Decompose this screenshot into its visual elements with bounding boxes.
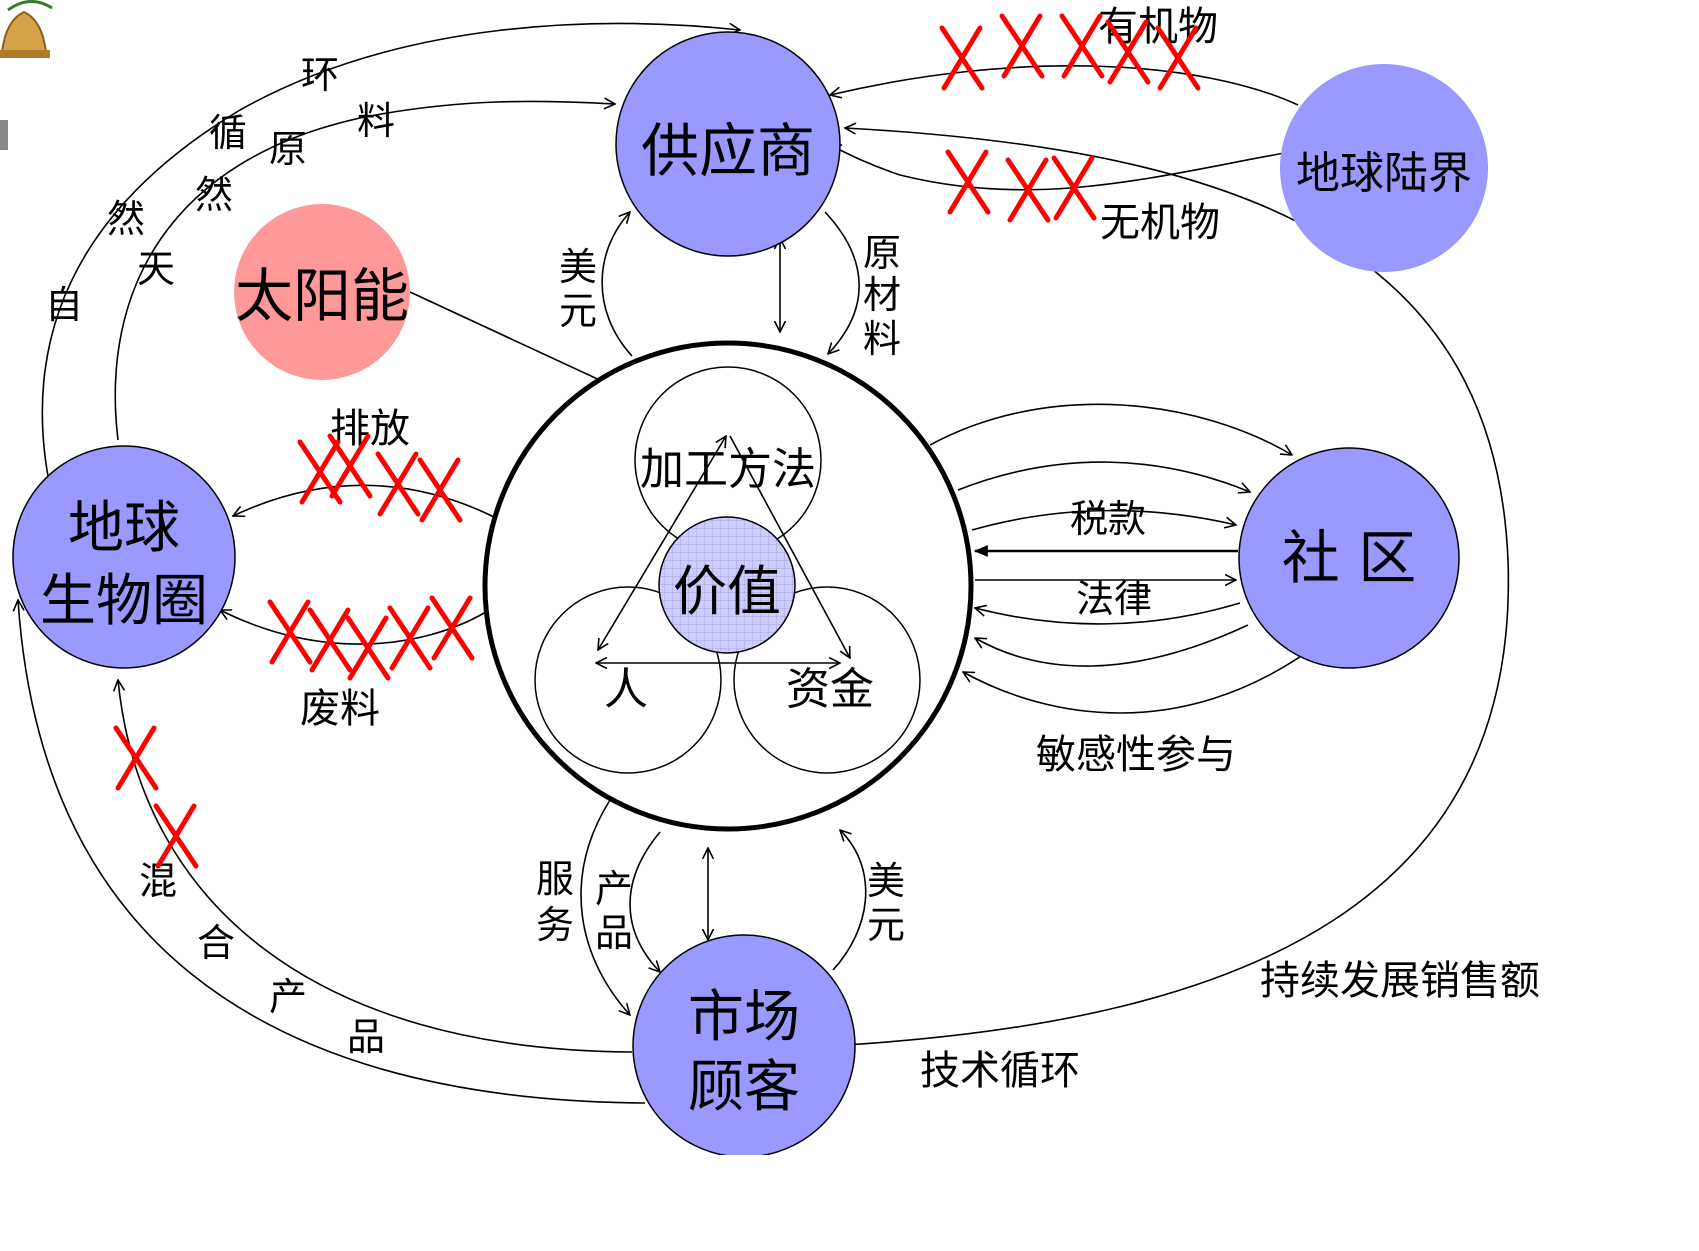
community-to-center-3 xyxy=(963,651,1308,714)
inorganic-label: 无机物 xyxy=(1100,200,1220,246)
mixed-products-char-4: 品 xyxy=(347,1015,385,1059)
usd-top-char-1: 美 xyxy=(559,245,597,289)
cross-marks xyxy=(113,13,1201,869)
raw-materials-char-2: 材 xyxy=(863,273,901,317)
red-cross-mark xyxy=(153,803,199,869)
earth-land-label: 地球陆界 xyxy=(1296,148,1472,199)
red-cross-mark xyxy=(1051,155,1097,221)
center-to-community-1 xyxy=(929,403,1292,455)
natural-cycle-char-4: 环 xyxy=(301,53,339,97)
natural-raw-char-4: 料 xyxy=(357,99,395,143)
mixed-products-char-2: 合 xyxy=(197,921,235,965)
mixed-products-arc xyxy=(18,600,646,1104)
red-cross-mark xyxy=(939,25,985,91)
natural-raw-char-3: 原 xyxy=(269,127,307,171)
law-label: 法律 xyxy=(1076,577,1152,621)
red-cross-mark xyxy=(429,595,475,661)
biosphere-label-line2: 生物圈 xyxy=(40,569,208,634)
biosphere-label-line1: 地球 xyxy=(68,496,180,561)
product-char-2: 品 xyxy=(595,911,633,955)
red-cross-mark xyxy=(1059,13,1105,79)
service-arrow xyxy=(580,799,630,1015)
bell-icon xyxy=(0,0,53,150)
usd-top-char-2: 元 xyxy=(559,289,597,333)
triangle-right xyxy=(729,435,850,658)
red-cross-mark xyxy=(307,607,353,673)
product-char-1: 产 xyxy=(595,867,633,911)
tech-cycle-label: 技术循环 xyxy=(920,1048,1080,1094)
solar-node xyxy=(234,204,410,380)
market-label-line2: 顾客 xyxy=(688,1055,800,1120)
center-to-community-3 xyxy=(971,509,1236,531)
natural-raw-char-2: 然 xyxy=(195,173,233,217)
natural-raw-char-1: 天 xyxy=(137,247,175,291)
service-char-2: 务 xyxy=(536,903,574,947)
emission-label: 排放 xyxy=(330,406,410,452)
people-label: 人 xyxy=(604,664,648,715)
biosphere-node xyxy=(12,445,236,669)
capital-label: 资金 xyxy=(786,664,874,715)
inorganic-arrow xyxy=(830,145,1291,191)
supplier-node xyxy=(615,31,841,257)
raw-materials-arrow xyxy=(824,211,860,354)
sustainable-sales-arc xyxy=(845,128,1510,1046)
sustainability-cycle-diagram: 供应商 地球陆界 太阳能 地球 生物圈 社 区 市场 顾客 加工方法 价值 人 … xyxy=(0,0,1540,1155)
usd-to-supplier xyxy=(601,212,633,357)
raw-materials-char-3: 料 xyxy=(863,317,901,361)
red-cross-mark xyxy=(1005,157,1051,223)
red-cross-mark xyxy=(945,149,991,215)
triangle-left xyxy=(598,436,726,650)
red-cross-mark xyxy=(417,457,463,523)
usd-bottom-char-1: 美 xyxy=(867,859,905,903)
supplier-label: 供应商 xyxy=(641,117,815,185)
red-cross-mark xyxy=(999,13,1045,79)
flow-labels: 自 然 循 环 天 然 原 料 美 元 原 材 料 有机物 无机物 排放 废料 … xyxy=(45,4,1540,1094)
product-arrow xyxy=(629,831,660,972)
red-cross-mark xyxy=(327,433,373,499)
capital-circle xyxy=(733,586,921,774)
red-cross-mark xyxy=(345,615,391,681)
usd-bottom-char-2: 元 xyxy=(867,903,905,947)
red-cross-mark xyxy=(375,451,421,517)
earth-land-node xyxy=(1280,64,1488,272)
mixed-products-inner-arc xyxy=(118,680,633,1053)
community-node xyxy=(1238,447,1460,669)
community-label: 社 区 xyxy=(1282,524,1416,592)
red-cross-mark xyxy=(1105,19,1151,85)
nodes: 供应商 地球陆界 太阳能 地球 生物圈 社 区 市场 顾客 加工方法 价值 人 … xyxy=(12,31,1488,1155)
community-to-center-1 xyxy=(975,602,1241,625)
waste-label: 废料 xyxy=(300,686,380,732)
red-cross-mark xyxy=(387,605,433,671)
participation-label: 敏感性参与 xyxy=(1036,732,1236,778)
mixed-products-char-3: 产 xyxy=(269,975,307,1019)
service-char-1: 服 xyxy=(536,857,574,901)
market-label-line1: 市场 xyxy=(688,985,800,1050)
processing-label: 加工方法 xyxy=(640,444,816,495)
solar-label: 太阳能 xyxy=(235,262,409,330)
red-cross-mark xyxy=(267,599,313,665)
center-to-community-2 xyxy=(957,461,1250,492)
sustainable-sales-label: 持续发展销售额 xyxy=(1260,958,1540,1004)
community-to-center-2 xyxy=(975,624,1249,667)
red-cross-mark xyxy=(1155,25,1201,91)
natural-cycle-char-3: 循 xyxy=(209,111,247,155)
emission-arrow xyxy=(233,484,497,519)
natural-cycle-char-1: 自 xyxy=(45,283,83,327)
market-node xyxy=(632,934,856,1155)
natural-raw-arc xyxy=(114,101,615,441)
red-cross-mark xyxy=(113,725,159,791)
natural-cycle-char-2: 然 xyxy=(107,197,145,241)
tax-label: 税款 xyxy=(1070,497,1146,541)
usd-to-center xyxy=(832,830,867,971)
value-label: 价值 xyxy=(673,560,781,623)
raw-materials-char-1: 原 xyxy=(863,231,901,275)
